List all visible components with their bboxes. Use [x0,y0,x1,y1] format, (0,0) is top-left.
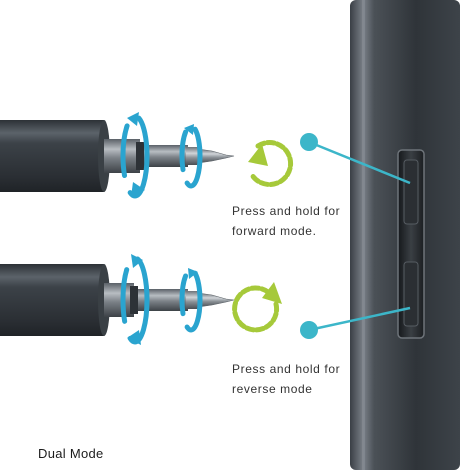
reverse-collar [104,283,134,317]
reverse-curved-arrow-icon [232,285,280,333]
curved-arrow-icon [249,140,294,187]
reverse-label-line1: Press and hold for [232,362,341,376]
forward-label-line1: Press and hold for [232,204,341,218]
reverse-label-line2: reverse mode [232,382,313,396]
reverse-rotation-head-2 [127,330,141,345]
reverse-bit-holder [186,291,198,309]
reverse-callout-line [308,306,411,332]
switch-button-upper [403,159,419,225]
caption: Dual Mode [38,446,104,461]
reverse-bit [197,292,235,308]
forward-label-line2: forward mode. [232,224,317,238]
forward-shaft [144,145,188,167]
reverse-rotation-head-3 [188,268,198,279]
forward-green-arrowhead [248,144,268,166]
switch-button-lower [403,261,419,327]
forward-rotation-head-1 [127,112,139,126]
forward-rotation-head-2 [131,182,145,197]
reverse-tube [0,264,104,336]
reverse-green-arrowhead [262,282,282,304]
forward-tube [0,120,104,192]
reverse-screwdriver [0,264,235,336]
forward-mode-label: Press and hold for forward mode. [232,201,340,241]
reverse-shaft [138,289,188,311]
reverse-rotation-head-1 [131,254,143,268]
forward-collar-ring [136,142,144,170]
reverse-mode-label: Press and hold for reverse mode [232,359,340,399]
forward-bit [197,148,235,164]
device-edge-highlight [362,0,365,470]
forward-rotation-head-3 [184,124,194,135]
reverse-collar-ring [130,286,138,314]
forward-callout-line [308,140,411,185]
rotation-arrow-icon [120,113,203,199]
forward-bit-holder [186,147,198,165]
